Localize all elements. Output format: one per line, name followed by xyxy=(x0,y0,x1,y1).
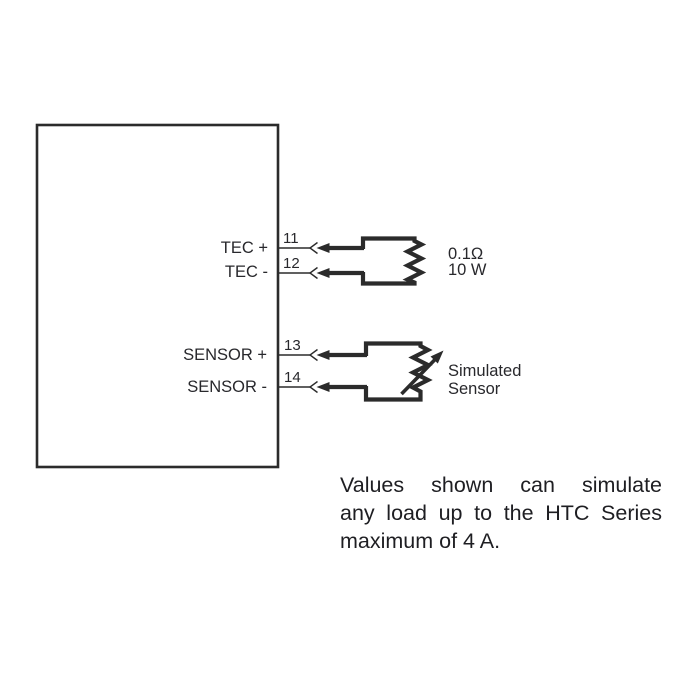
pin-12-arrowhead-icon xyxy=(316,268,330,278)
pin-number-13: 13 xyxy=(284,337,301,354)
variable-resistor-arrow-shaft xyxy=(400,357,437,396)
pin-14-connector-chevron-icon xyxy=(308,380,318,394)
pin-number-11: 11 xyxy=(283,230,299,247)
pin-13-connector-chevron-icon xyxy=(308,348,318,362)
pin-label-sensor-plus: SENSOR + xyxy=(183,346,267,364)
pin-number-12: 12 xyxy=(283,255,300,272)
pin-label-tec-plus: TEC + xyxy=(221,239,268,257)
caption-line-3: maximum of 4 A. xyxy=(340,529,501,553)
pin-number-14: 14 xyxy=(284,369,301,386)
pin-12-connector-chevron-icon xyxy=(308,266,318,280)
tec-load-resistance-label: 0.1Ω xyxy=(448,245,483,263)
variable-resistor-arrowhead-icon xyxy=(430,350,444,364)
tec-load-power-label: 10 W xyxy=(448,261,487,279)
caption-line-2: any load up to the HTC Series xyxy=(340,501,662,525)
pin-13-arrowhead-icon xyxy=(316,350,330,360)
sensor-load-label-line2: Sensor xyxy=(448,380,501,398)
tec-load-resistor xyxy=(360,236,427,286)
pin-label-tec-minus: TEC - xyxy=(225,263,268,281)
pin-label-sensor-minus: SENSOR - xyxy=(187,378,267,396)
sensor-load-label-line1: Simulated xyxy=(448,362,521,380)
pin-14-arrowhead-icon xyxy=(316,382,330,392)
caption-paragraph: Values shown can simulate any load up to… xyxy=(340,471,662,555)
pin-11-connector-chevron-icon xyxy=(308,241,318,255)
sensor-load-resistor xyxy=(363,341,433,402)
controller-box-outline xyxy=(35,123,280,469)
caption-line-1: Values shown can simulate xyxy=(340,473,662,497)
pin-11-arrowhead-icon xyxy=(316,243,330,253)
